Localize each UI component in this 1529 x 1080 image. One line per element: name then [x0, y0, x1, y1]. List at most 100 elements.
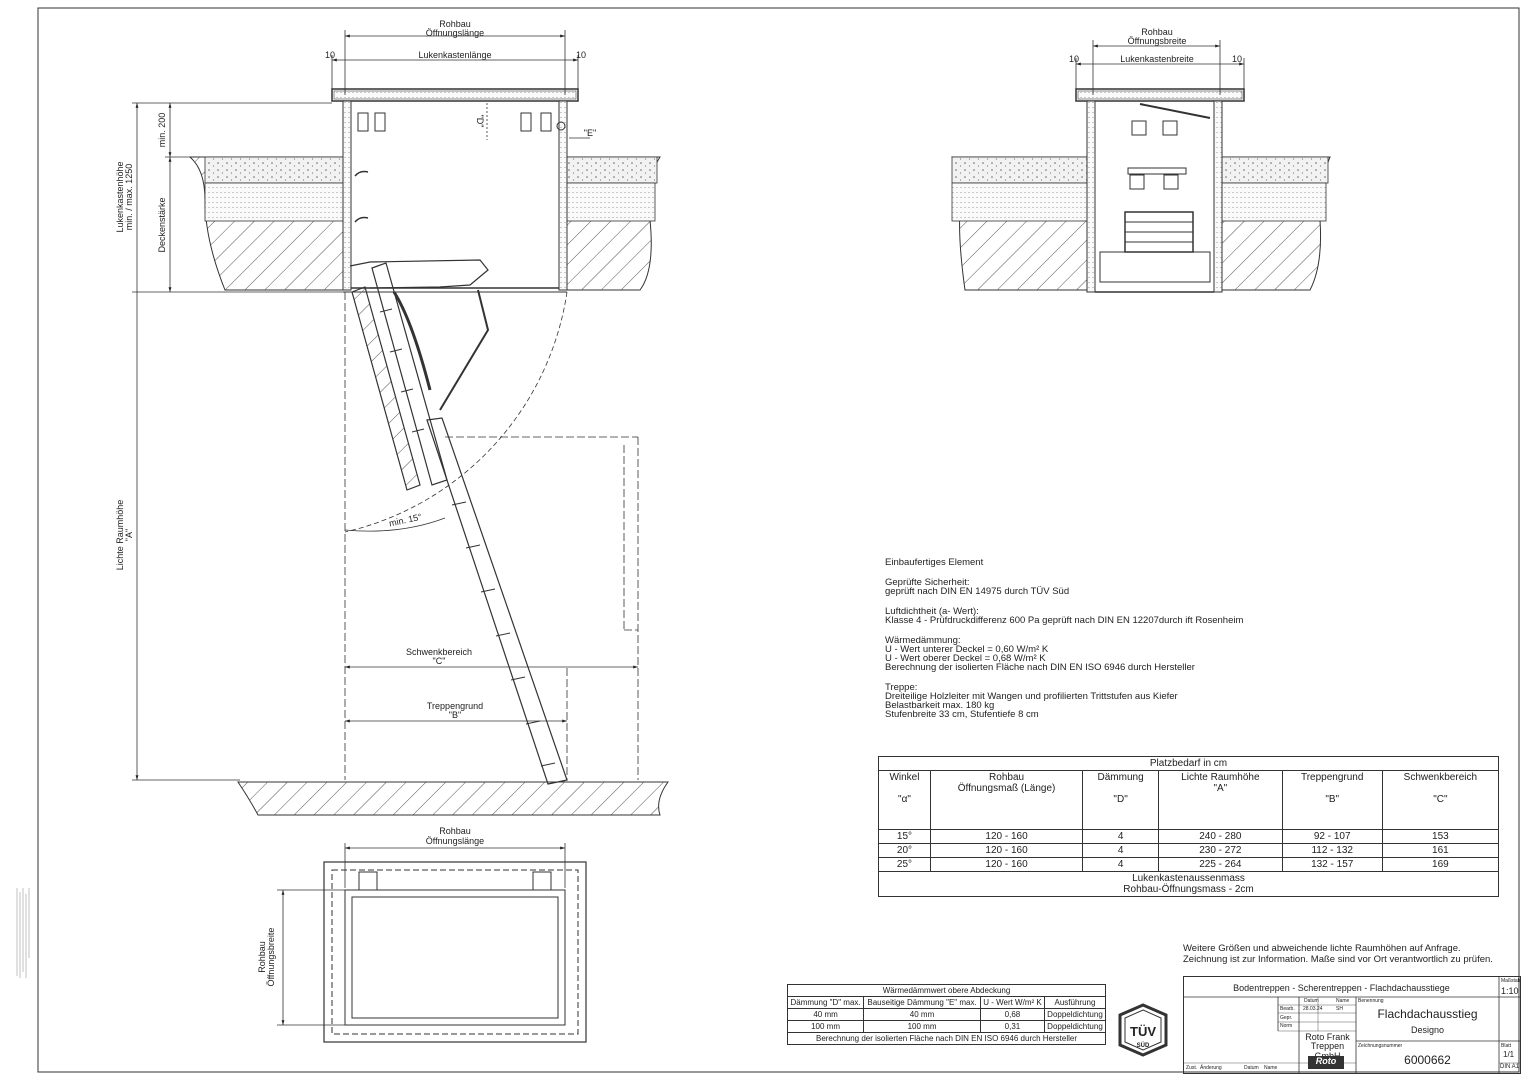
aenderung-label: Änderung [1200, 1065, 1222, 1071]
cell: Ausführung [1043, 996, 1107, 1009]
note-line: U - Wert oberer Deckel = 0,68 W/m² K [885, 653, 1046, 664]
scale-value: 1:10 [1501, 986, 1519, 996]
ten-right-cross-label: 10 [1232, 54, 1242, 64]
datum-label: Datum [1244, 1065, 1259, 1071]
cell: 240 - 280 [1158, 829, 1283, 844]
ceiling-slab-left [188, 156, 344, 291]
title-block-grid [1184, 977, 1520, 1073]
notes-block: Einbaufertiges Element Geprüfte Sicherhe… [885, 558, 1445, 730]
lukenkasten-breite-label: Lukenkastenbreite [1120, 54, 1194, 64]
sheet-value: 1/1 [1503, 1050, 1515, 1059]
cell: Doppeldichtung [1043, 1008, 1107, 1021]
thermal-table: Wärmedämmwert obere Abdeckung Dämmung "D… [786, 984, 1107, 1045]
plan-breite-label-1: Rohbau [257, 941, 267, 973]
ten-right-label: 10 [576, 50, 586, 60]
sheet-border [37, 7, 1520, 1073]
thermal-title: Wärmedämmwert obere Abdeckung [787, 984, 1106, 997]
note-line: Geprüfte Sicherheit: [885, 577, 970, 588]
col-name: Name [1336, 998, 1350, 1004]
cell: 120 - 160 [929, 843, 1084, 858]
dimension-lines [132, 30, 638, 781]
notes-stair: Treppe: Dreiteilige Holzleiter mit Wange… [885, 682, 1445, 720]
notes-airtightness: Luftdichtheit (a- Wert): Klasse 4 - Prüf… [885, 607, 1445, 626]
tuv-bottom-text: SÜD [1137, 1042, 1150, 1049]
cell: Dämmung "D" max. [786, 996, 865, 1009]
bearb-name: SH [1336, 1006, 1343, 1012]
cell: 4 [1082, 829, 1160, 844]
lichte-raumhoehe-label-1: Lichte Raumhöhe [115, 500, 125, 571]
format-value: DIN A1 [1500, 1064, 1520, 1070]
rohbau-breite-label-2: Öffnungsbreite [1128, 36, 1187, 46]
drawing-no-label: Zeichnungsnummer [1358, 1043, 1403, 1049]
company-line: Roto Frank [1305, 1032, 1350, 1042]
remarks: Weitere Größen und abweichende lichte Ra… [1183, 943, 1493, 965]
swing-arc [344, 291, 639, 780]
cell: 225 - 264 [1158, 857, 1283, 872]
note-line: geprüft nach DIN EN 14975 durch TÜV Süd [885, 586, 1070, 597]
col-benennung: Benennung [1358, 998, 1384, 1004]
remark-line: Weitere Größen und abweichende lichte Ra… [1183, 943, 1461, 954]
series-title: Bodentreppen - Scherentreppen - Flachdac… [1233, 983, 1450, 993]
lichte-raumhoehe-label-2: "A" [124, 529, 134, 541]
lukenkastenhoehe-label-1: Lukenkastenhöhe [115, 161, 125, 232]
bearb-date: 28.03.24 [1303, 1006, 1323, 1012]
name-label: Name [1264, 1065, 1278, 1071]
plan-view [277, 843, 587, 1043]
ceiling-slab-right [566, 156, 661, 291]
header-lichte: Lichte Raumhöhe"A" [1158, 770, 1283, 830]
cell: 230 - 272 [1158, 843, 1283, 858]
notes-safety: Geprüfte Sicherheit: geprüft nach DIN EN… [885, 577, 1445, 597]
drawing-number: 6000662 [1404, 1053, 1451, 1067]
ten-left-cross-label: 10 [1069, 54, 1079, 64]
notes-insulation: Wärmedämmung: U - Wert unterer Deckel = … [885, 635, 1445, 673]
cell: 153 [1381, 829, 1500, 844]
remark-line: Zeichnung ist zur Information. Maße sind… [1183, 954, 1493, 965]
cell: 40 mm [863, 1008, 981, 1021]
side-copyright-strip [16, 888, 30, 978]
d-label: "D" [475, 115, 485, 128]
note-line: Treppe: [885, 682, 918, 693]
rohbau-length-label-1: Rohbau [439, 19, 471, 29]
cell: 25° [878, 857, 931, 872]
plan-length-label-2: Öffnungslänge [426, 836, 484, 846]
rohbau-breite-label-1: Rohbau [1141, 27, 1173, 37]
cell: 4 [1082, 843, 1160, 858]
header-schwenk: Schwenkbereich "C" [1381, 770, 1500, 830]
rohbau-length-label-2: Öffnungslänge [426, 28, 484, 38]
note-line: Wärmedämmung: [885, 635, 961, 646]
scale-label: Maßstab [1501, 978, 1521, 984]
roto-logo: Roto [1308, 1056, 1344, 1069]
lukenkasten-length-label: Lukenkastenlänge [418, 50, 491, 60]
header-winkel: Winkel "α" [878, 770, 931, 830]
tuv-top-text: TÜV [1130, 1024, 1156, 1039]
note-line: Dreiteilige Holzleiter mit Wangen und pr… [885, 691, 1178, 702]
note-line: Klasse 4 - Prüfdruckdifferenz 600 Pa gep… [885, 615, 1244, 626]
cell: U - Wert W/m² K [979, 996, 1045, 1009]
cell: 112 - 132 [1281, 843, 1383, 858]
note-line: Berechnung der isolierten Fläche nach DI… [885, 662, 1195, 673]
dimension-texts: Rohbau Öffnungslänge Lukenkastenlänge 10… [115, 19, 596, 720]
cross-section-view: Rohbau Öffnungsbreite Lukenkastenbreite … [951, 27, 1331, 293]
cell: 100 mm [863, 1020, 981, 1033]
note-line: Stufenbreite 33 cm, Stufentiefe 8 cm [885, 709, 1039, 720]
row-bearb: Bearb. [1280, 1006, 1295, 1012]
note-line: Belastbarkeit max. 180 kg [885, 700, 995, 711]
cell: 20° [878, 843, 931, 858]
notes-title: Einbaufertiges Element [885, 557, 984, 568]
header-daemmung: Dämmung "D" [1082, 770, 1160, 830]
sheet-label: Blatt [1501, 1043, 1512, 1049]
footer-line: Rohbau-Öffnungsmass - 2cm [1123, 884, 1254, 895]
deckenstaerke-label: Deckenstärke [157, 197, 167, 252]
cell: 132 - 157 [1281, 857, 1383, 872]
zust-label: Zust. [1186, 1065, 1198, 1071]
cell: 15° [878, 829, 931, 844]
schwenkbereich-label-1: Schwenkbereich [406, 647, 472, 657]
